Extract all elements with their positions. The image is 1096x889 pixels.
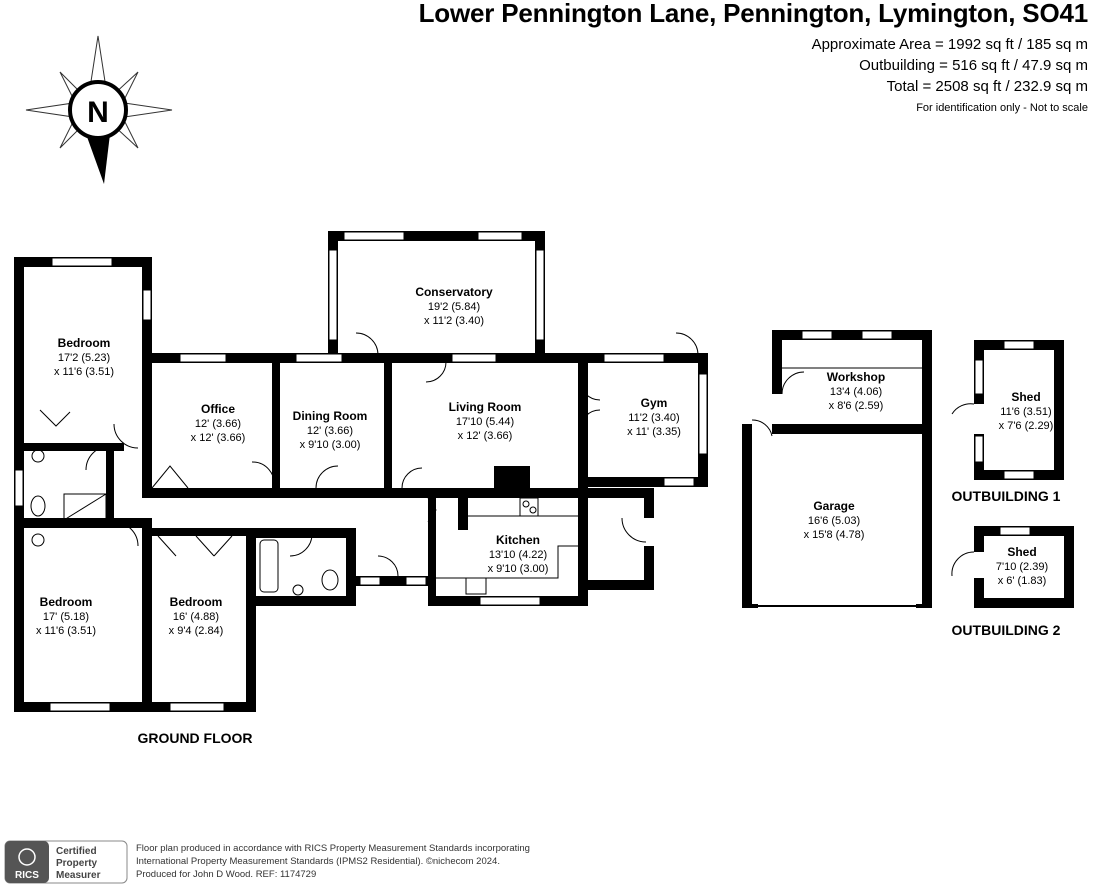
windows [14,231,708,712]
room-dims-living-room-b: x 12' (3.66) [458,430,513,442]
room-dims-shed-1-b: x 7'6 (2.29) [999,420,1054,432]
room-dims-garage-b: x 15'8 (4.78) [804,529,865,541]
compass-label: N [87,96,109,129]
room-name-living-room: Living Room [449,400,522,414]
room-dims-workshop: 13'4 (4.06) [830,386,882,398]
doors [39,332,699,577]
ground-floor-label: GROUND FLOOR [137,730,252,746]
room-dims-conservatory: 19'2 (5.84) [428,301,480,313]
outbuilding-2-label: OUTBUILDING 2 [952,622,1061,638]
room-dims-dining-room-b: x 9'10 (3.00) [300,439,361,451]
room-dims-shed-1: 11'6 (3.51) [1000,406,1051,418]
room-name-bedroom-3: Bedroom [170,595,223,609]
room-dims-office: 12' (3.66) [195,418,241,430]
room-dims-gym: 11'2 (3.40) [628,412,679,424]
property-address-title: Lower Pennington Lane, Pennington, Lymin… [418,0,1089,28]
total-area: Total = 2508 sq ft / 232.9 sq m [886,78,1088,95]
room-name-kitchen: Kitchen [496,533,540,547]
rics-logo-text: RICS [15,870,39,881]
badge-line-1: Certified [56,846,97,857]
room-name-shed-2: Shed [1007,545,1036,559]
room-dims-bedroom-2: 17' (5.18) [43,611,89,623]
room-name-shed-1: Shed [1011,390,1040,404]
room-name-conservatory: Conservatory [415,285,493,299]
room-name-bedroom-1: Bedroom [58,336,111,350]
room-name-bedroom-2: Bedroom [40,595,93,609]
approximate-area: Approximate Area = 1992 sq ft / 185 sq m [811,36,1088,53]
room-dims-conservatory-b: x 11'2 (3.40) [424,315,484,327]
room-dims-shed-2: 7'10 (2.39) [996,561,1048,573]
footer-line-3: Produced for John D Wood. REF: 1174729 [136,869,317,880]
room-name-gym: Gym [641,396,668,410]
room-dims-living-room: 17'10 (5.44) [456,416,514,428]
room-dims-workshop-b: x 8'6 (2.59) [829,400,884,412]
outbuilding-area: Outbuilding = 516 sq ft / 47.9 sq m [859,57,1088,74]
room-dims-shed-2-b: x 6' (1.83) [998,575,1047,587]
room-dims-bedroom-3-b: x 9'4 (2.84) [169,625,224,637]
identification-note: For identification only - Not to scale [916,102,1088,114]
outbuilding-1-label: OUTBUILDING 1 [952,488,1061,504]
room-dims-kitchen-b: x 9'10 (3.00) [488,563,549,575]
badge-line-3: Measurer [56,870,101,881]
ground-floor-walls [14,231,708,712]
footer-line-1: Floor plan produced in accordance with R… [136,843,530,854]
fixtures [30,449,588,596]
room-dims-bedroom-1-b: x 11'6 (3.51) [54,366,114,378]
rics-certified-badge: RICS Certified Property Measurer [4,840,128,884]
room-name-workshop: Workshop [827,370,885,384]
room-dims-garage: 16'6 (5.03) [808,515,860,527]
footer-line-2: International Property Measurement Stand… [136,856,500,867]
room-dims-bedroom-2-b: x 11'6 (3.51) [36,625,96,637]
room-name-garage: Garage [813,499,855,513]
outbuilding-windows-doors [751,330,1035,607]
room-dims-office-b: x 12' (3.66) [191,432,246,444]
room-name-dining-room: Dining Room [293,409,368,423]
room-dims-bedroom-1: 17'2 (5.23) [58,352,110,364]
footer-disclaimer: Floor plan produced in accordance with R… [136,842,530,881]
room-dims-kitchen: 13'10 (4.22) [489,549,547,561]
compass-north-icon: N [25,35,173,184]
room-dims-dining-room: 12' (3.66) [307,425,353,437]
room-dims-bedroom-3: 16' (4.88) [173,611,219,623]
badge-line-2: Property [56,858,98,869]
room-dims-gym-b: x 11' (3.35) [627,426,681,438]
room-name-office: Office [201,402,235,416]
